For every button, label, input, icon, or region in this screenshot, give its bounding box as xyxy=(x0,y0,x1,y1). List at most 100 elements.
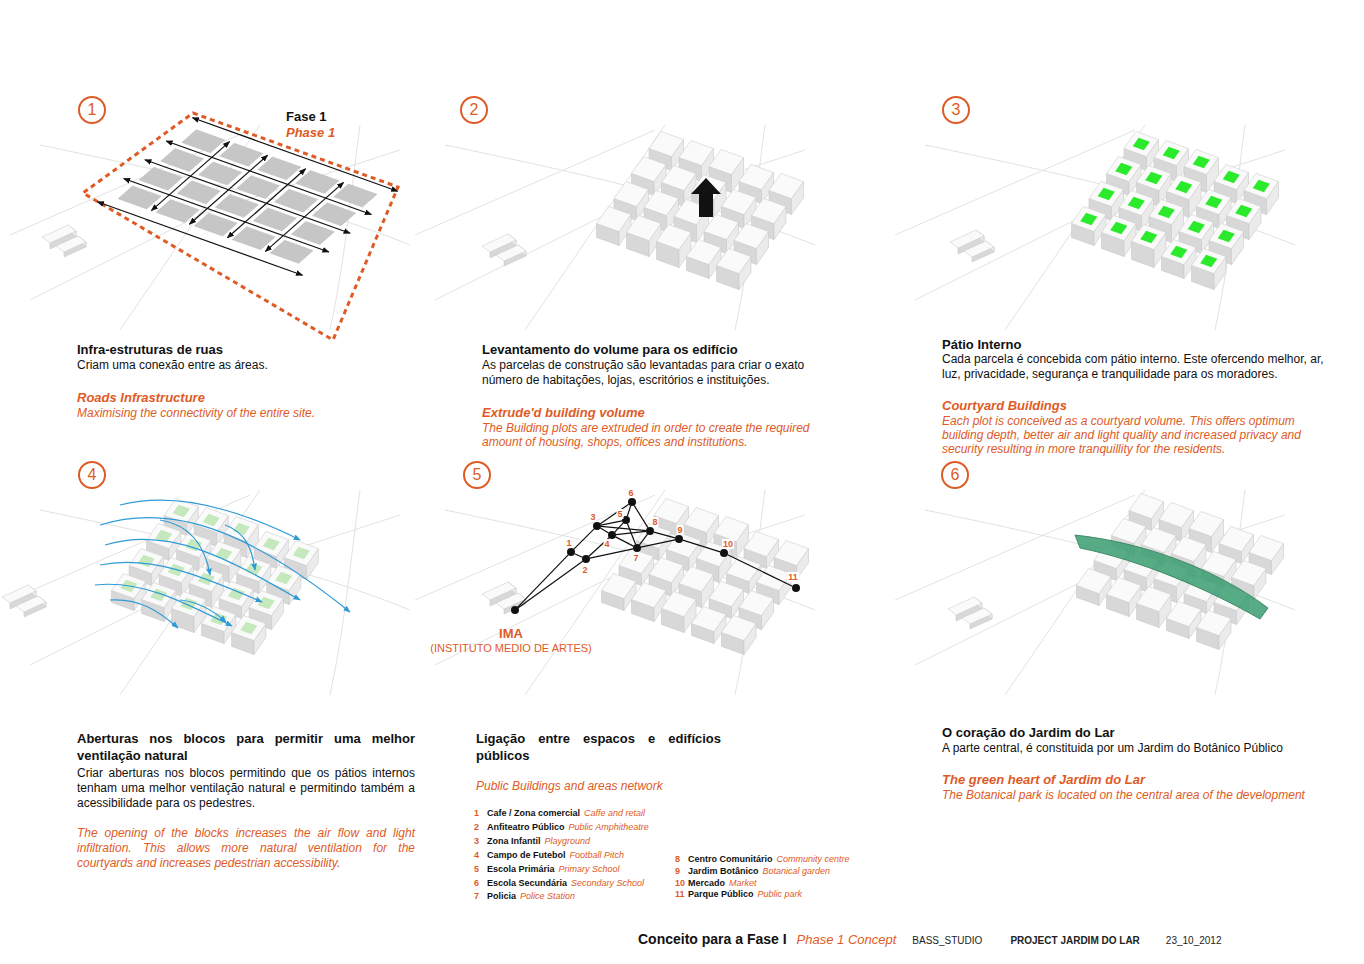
legend-number: 11 xyxy=(675,888,688,900)
legend-translation: Public Amphitheatre xyxy=(569,821,649,833)
courtyard xyxy=(293,547,310,560)
block-top xyxy=(1102,215,1137,240)
road-line xyxy=(330,490,360,695)
legend-number: 1 xyxy=(474,807,487,819)
network-link xyxy=(616,537,634,546)
courtyard xyxy=(1145,172,1162,185)
legend-text: Escola Primária xyxy=(487,863,555,875)
network-link xyxy=(641,540,675,547)
small-building xyxy=(948,597,992,629)
step-circle: 1 xyxy=(78,96,106,124)
block-top xyxy=(619,548,654,573)
network-link xyxy=(589,538,609,557)
block-top xyxy=(1179,214,1214,239)
legend-text: Escola Secundária xyxy=(487,877,567,889)
block-top xyxy=(1209,223,1244,248)
block-top xyxy=(1077,568,1112,593)
block-top xyxy=(1167,601,1202,626)
network-link xyxy=(683,540,720,552)
courtyard xyxy=(1223,171,1240,184)
legend-row: 8Centro ComunitárioCommunity centre xyxy=(675,853,850,865)
courtyard xyxy=(1193,156,1210,169)
block-top xyxy=(714,516,749,541)
network-link xyxy=(601,521,622,525)
callout-number: 5 xyxy=(617,509,622,519)
legend-row: 10MercadoMarket xyxy=(675,877,757,889)
network-point: 9 xyxy=(675,535,683,543)
block-top xyxy=(722,189,757,214)
block-top xyxy=(614,181,649,206)
courtyard xyxy=(1253,180,1270,193)
legend-translation: Primary School xyxy=(559,863,620,875)
network-point: 2 xyxy=(582,555,590,563)
footer-row: Conceito para a Fase IPhase 1 ConceptBAS… xyxy=(638,931,1221,947)
block-top xyxy=(1112,518,1147,543)
block-top xyxy=(644,190,679,215)
courtyard xyxy=(258,597,275,610)
node-label: 2 xyxy=(581,565,588,575)
legend-number: 2 xyxy=(474,821,487,833)
block-top xyxy=(679,140,714,165)
legend-translation: Playground xyxy=(545,835,591,847)
callout-number: 6 xyxy=(951,466,960,484)
small-building xyxy=(2,585,46,617)
callout-number: 6 xyxy=(628,488,633,498)
panel-heading: Aberturas nos blocos para permitir uma m… xyxy=(77,730,415,764)
network-link xyxy=(518,555,568,607)
panel-body: Cada parcela é concebida com pátio inter… xyxy=(942,352,1332,382)
legend-row: 11Parque PúblicoPublic park xyxy=(675,888,802,900)
panel-heading: Roads Infrastructure xyxy=(77,390,417,406)
legend-number: 6 xyxy=(474,877,487,889)
callout-number: 3 xyxy=(590,512,595,522)
courtyard xyxy=(138,555,155,568)
road-arrow xyxy=(227,169,305,238)
block-top xyxy=(752,198,787,223)
road-lines xyxy=(415,125,815,330)
node-label: 2 xyxy=(462,98,486,122)
block-top xyxy=(597,206,632,231)
node-label: 8 xyxy=(651,517,658,527)
network-link xyxy=(601,526,646,530)
legend-number: 4 xyxy=(474,849,487,861)
building-blocks xyxy=(1072,131,1279,289)
network-link xyxy=(654,532,675,538)
block-top xyxy=(1154,140,1189,165)
airflow-arrow xyxy=(105,539,300,600)
block-top xyxy=(1249,535,1284,560)
footer-text: 23_10_2012 xyxy=(1166,935,1222,946)
panel-heading: Levantamento do volume para os edifício xyxy=(482,342,827,358)
courtyard xyxy=(275,572,292,585)
block-top xyxy=(232,615,266,640)
road-arrows xyxy=(97,118,397,275)
block-top xyxy=(1244,173,1279,198)
courtyard xyxy=(1170,246,1187,259)
small-building xyxy=(482,582,526,614)
block-top xyxy=(774,540,809,565)
building-blocks xyxy=(602,498,809,654)
legend-number: 7 xyxy=(474,890,487,902)
block-top xyxy=(1137,586,1172,611)
node-label: 6 xyxy=(627,488,634,498)
block-top xyxy=(254,531,288,556)
block-top xyxy=(1227,198,1262,223)
node-label: 3 xyxy=(589,512,596,522)
block-top xyxy=(667,532,702,557)
block-top xyxy=(1219,526,1254,551)
block-top xyxy=(734,223,769,248)
block-top xyxy=(744,531,779,556)
node-label: 4 xyxy=(80,463,104,487)
network-point: 3 xyxy=(593,522,601,530)
block-top xyxy=(1129,493,1164,518)
callout-number: 1 xyxy=(88,101,97,119)
legend-text: Campo de Futebol xyxy=(487,849,566,861)
network-point: 10 xyxy=(720,549,728,557)
panel-body: The Botanical park is located on the cen… xyxy=(942,788,1342,802)
institute-point: IMA(INSTITUTO MEDIO DE ARTES) xyxy=(511,606,519,614)
legend-number: 8 xyxy=(675,853,688,865)
network-point: 4 xyxy=(608,531,616,539)
block-top xyxy=(964,241,994,257)
road-lines xyxy=(10,490,410,695)
panel-body: The opening of the blocks increases the … xyxy=(77,826,415,871)
